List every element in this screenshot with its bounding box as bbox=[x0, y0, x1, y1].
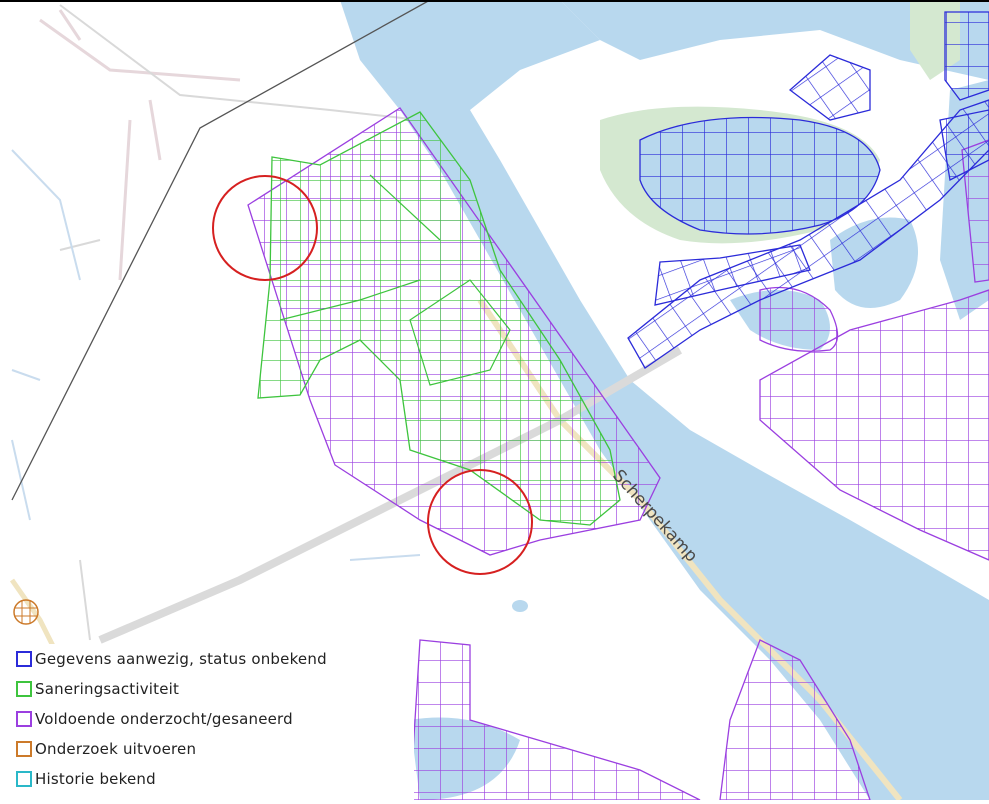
legend-label: Historie bekend bbox=[35, 770, 156, 788]
streams bbox=[11, 149, 421, 561]
legend-item-onderzoek: Onderzoek uitvoeren bbox=[16, 738, 196, 760]
area-gegevens-strip[interactable] bbox=[627, 99, 989, 369]
legend-item-sanering: Saneringsactiviteit bbox=[16, 678, 179, 700]
map-top-border bbox=[0, 0, 989, 2]
marker-circle-2[interactable] bbox=[427, 469, 533, 575]
legend-panel: Gegevens aanwezig, status onbekend Saner… bbox=[12, 599, 414, 800]
river-upper bbox=[560, 0, 989, 80]
area-voldoende-bottom[interactable] bbox=[409, 639, 701, 801]
legend-symbol-icon bbox=[13, 599, 39, 625]
area-gegevens-lake[interactable] bbox=[639, 116, 881, 235]
boundary-line bbox=[11, 0, 431, 501]
green-inner-lines bbox=[279, 174, 511, 386]
legend-label: Onderzoek uitvoeren bbox=[35, 740, 197, 758]
marker-circle-1[interactable] bbox=[212, 175, 318, 281]
legend-swatch-orange-icon bbox=[16, 741, 32, 757]
legend-swatch-green-icon bbox=[16, 681, 32, 697]
legend-item-historie: Historie bekend bbox=[16, 768, 156, 790]
area-sanering[interactable] bbox=[257, 111, 621, 526]
legend-item-voldoende: Voldoende onderzocht/gesaneerd bbox=[16, 708, 293, 730]
legend-swatch-blue-icon bbox=[16, 651, 32, 667]
area-gegevens-branch[interactable] bbox=[788, 54, 871, 121]
legend-swatch-cyan-icon bbox=[16, 771, 32, 787]
legend-item-gegevens: Gegevens aanwezig, status onbekend bbox=[16, 648, 327, 670]
legend-label: Saneringsactiviteit bbox=[35, 680, 180, 698]
area-voldoende-island[interactable] bbox=[759, 286, 839, 352]
area-gegevens-top[interactable] bbox=[944, 11, 989, 101]
legend-symbol bbox=[12, 598, 40, 626]
area-voldoende-right[interactable] bbox=[759, 289, 989, 561]
river bbox=[340, 0, 989, 800]
legend-label: Gegevens aanwezig, status onbekend bbox=[35, 650, 327, 668]
legend-label: Voldoende onderzocht/gesaneerd bbox=[35, 710, 293, 728]
area-gegevens-strip2[interactable] bbox=[654, 244, 811, 306]
legend-swatch-purple-icon bbox=[16, 711, 32, 727]
small-pond bbox=[512, 600, 528, 612]
area-gegevens-right[interactable] bbox=[939, 109, 989, 181]
